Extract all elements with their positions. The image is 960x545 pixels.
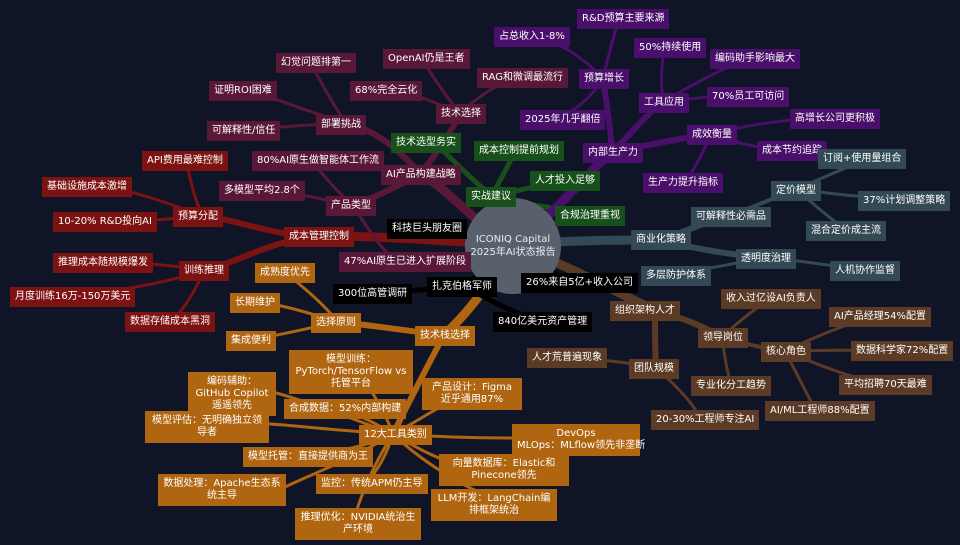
node-ai-native-agent[interactable]: 80%AI原生做智能体工作流 xyxy=(252,151,385,171)
node-core-role[interactable]: 核心角色 xyxy=(761,342,811,362)
node-compliance[interactable]: 合规治理重视 xyxy=(555,206,625,226)
node-paints[interactable]: 扎克伯格军师 xyxy=(427,277,497,297)
node-infer-opt[interactable]: 推理优化：NVIDIA统治生产环境 xyxy=(295,508,421,540)
node-effect-measure[interactable]: 成效衡量 xyxy=(687,125,737,145)
mlops-label: MLOps：MLflow领先非垄断 xyxy=(517,440,646,451)
node-select-principle[interactable]: 选择原则 xyxy=(311,313,361,333)
node-long-maint[interactable]: 长期维护 xyxy=(230,293,280,313)
node-high-growth[interactable]: 高增长公司更积极 xyxy=(790,109,880,129)
node-llm-dev[interactable]: LLM开发：LangChain编排框架统治 xyxy=(431,489,557,521)
node-mature-first[interactable]: 成熟度优先 xyxy=(255,263,315,283)
node-vectordb[interactable]: 向量数据库：Elastic和Pinecone领先 xyxy=(439,454,569,486)
node-data-proc[interactable]: 数据处理：Apache生态系统主导 xyxy=(158,474,286,506)
node-internal-productivity[interactable]: 内部生产力 xyxy=(583,143,643,163)
node-storage-cost[interactable]: 数据存储成本黑洞 xyxy=(125,312,215,332)
node-deploy-challenge[interactable]: 部署挑战 xyxy=(316,115,366,135)
node-train-cost[interactable]: 月度训练16万-150万美元 xyxy=(10,287,136,307)
node-coding-assist[interactable]: 编码助手影响最大 xyxy=(710,49,800,69)
devops-label: DevOps xyxy=(556,428,596,439)
node-cost-control-plan[interactable]: 成本控制提前规划 xyxy=(474,141,564,161)
node-hybrid-pricing[interactable]: 混合定价成主流 xyxy=(806,221,886,241)
node-tech-giants[interactable]: 科技巨头朋友圈 xyxy=(387,219,467,239)
node-double-2025[interactable]: 2025年几乎翻倍 xyxy=(520,110,606,130)
node-cost-track[interactable]: 成本节约追踪 xyxy=(757,141,827,161)
node-plan37[interactable]: 37%计划调整策略 xyxy=(858,191,951,211)
node-specialized[interactable]: 专业化分工趋势 xyxy=(691,376,771,396)
node-monitor[interactable]: 监控：传统APM仍主导 xyxy=(316,474,428,494)
node-tech-choice[interactable]: 技术选择 xyxy=(436,104,486,124)
node-leader-role[interactable]: 领导岗位 xyxy=(698,328,748,348)
node-commercial[interactable]: 商业化策略 xyxy=(631,230,691,250)
node-coding-aid[interactable]: 编码辅助：GitHub Copilot遥遥领先 xyxy=(188,372,276,416)
node-budget-growth[interactable]: 预算增长 xyxy=(579,69,629,89)
node-rev26[interactable]: 26%来自5亿+收入公司 xyxy=(521,273,638,293)
node-infer-cost[interactable]: 推理成本随规模爆发 xyxy=(53,253,153,273)
node-ml88[interactable]: AI/ML工程师88%配置 xyxy=(765,401,875,421)
node-model-host[interactable]: 模型托管：直接提供商为王 xyxy=(243,447,373,467)
node-rd-to-ai[interactable]: 10-20% R&D投向AI xyxy=(53,212,157,232)
node-training-infer[interactable]: 训练推理 xyxy=(179,261,229,281)
central-topic-line2: 2025年AI状态报告 xyxy=(470,247,556,258)
node-sub-usage[interactable]: 订阅+使用量组合 xyxy=(818,149,907,169)
node-product-design[interactable]: 产品设计：Figma近乎通用87% xyxy=(422,378,522,410)
node-team-size[interactable]: 团队规模 xyxy=(629,359,679,379)
node-product-type[interactable]: 产品类型 xyxy=(326,196,376,216)
node-tech-stack[interactable]: 技术栈选择 xyxy=(415,326,475,346)
central-topic-line1: ICONIQ Capital xyxy=(475,234,551,245)
node-integration[interactable]: 集成便利 xyxy=(226,331,276,351)
node-productivity-metric[interactable]: 生产力提升指标 xyxy=(643,173,723,193)
node-staff70[interactable]: 70%员工可访问 xyxy=(707,87,790,107)
node-talent-shortage[interactable]: 人才荒普遍现象 xyxy=(527,348,607,368)
node-explain-trust[interactable]: 可解释性/信任 xyxy=(207,121,281,141)
node-model-train[interactable]: 模型训练：PyTorch/TensorFlow vs 托管平台 xyxy=(289,350,413,394)
node-ds72[interactable]: 数据科学家72%配置 xyxy=(851,341,954,361)
node-explain-need[interactable]: 可解释性必需品 xyxy=(691,207,771,227)
node-transparency[interactable]: 透明度治理 xyxy=(736,249,796,269)
node-revenue500[interactable]: 收入过亿设AI负责人 xyxy=(721,289,821,309)
node-execs300[interactable]: 300位高管调研 xyxy=(333,284,413,304)
node-ai-native-scale[interactable]: 47%AI原生已进入扩展阶段 xyxy=(339,252,472,272)
node-share-1-8[interactable]: 占总收入1-8% xyxy=(494,27,570,47)
node-human-ai[interactable]: 人机协作监督 xyxy=(830,261,900,281)
node-rag-ft[interactable]: RAG和微调最流行 xyxy=(477,68,568,88)
node-ai20-30[interactable]: 20-30%工程师专注AI xyxy=(651,410,760,430)
node-hire70[interactable]: 平均招聘70天最难 xyxy=(839,375,932,395)
node-org-talent[interactable]: 组织架构人才 xyxy=(610,301,680,321)
node-practice-advice[interactable]: 实战建议 xyxy=(466,187,516,207)
node-multi-model[interactable]: 多模型平均2.8个 xyxy=(219,181,305,201)
node-hallucination[interactable]: 幻觉问题排第一 xyxy=(276,53,356,73)
node-tool-use[interactable]: 工具应用 xyxy=(639,93,689,113)
node-synthetic[interactable]: 合成数据：52%内部构建 xyxy=(284,399,407,419)
node-budget-alloc[interactable]: 预算分配 xyxy=(173,207,223,227)
node-tech-selection-affairs[interactable]: 技术选型务实 xyxy=(391,133,461,153)
node-model-eval[interactable]: 模型评估：无明确独立领导者 xyxy=(145,411,269,443)
node-infra-cost[interactable]: 基础设施成本激增 xyxy=(42,177,132,197)
node-multi-protect[interactable]: 多层防护体系 xyxy=(641,266,711,286)
node-prove-roi[interactable]: 证明ROI困难 xyxy=(209,81,277,101)
node-rd-budget-source[interactable]: R&D预算主要来源 xyxy=(577,9,670,29)
node-tools12[interactable]: 12大工具类别 xyxy=(359,425,432,445)
node-cloud68[interactable]: 68%完全云化 xyxy=(350,81,423,101)
node-openai-king[interactable]: OpenAI仍是王者 xyxy=(383,49,470,69)
node-ai-pm[interactable]: AI产品经理54%配置 xyxy=(829,307,932,327)
node-cost-control[interactable]: 成本管理控制 xyxy=(284,227,354,247)
node-pricing-model[interactable]: 定价模型 xyxy=(771,181,821,201)
node-api-cost[interactable]: API费用最难控制 xyxy=(142,151,228,171)
node-use50[interactable]: 50%持续使用 xyxy=(634,38,707,58)
node-devops-mlops[interactable]: DevOps MLOps：MLflow领先非垄断 xyxy=(512,424,646,456)
node-aum84[interactable]: 840亿美元资产管理 xyxy=(493,312,593,332)
node-talent-input[interactable]: 人才投入足够 xyxy=(530,171,600,191)
node-product-strategy[interactable]: AI产品构建战略 xyxy=(381,165,461,185)
